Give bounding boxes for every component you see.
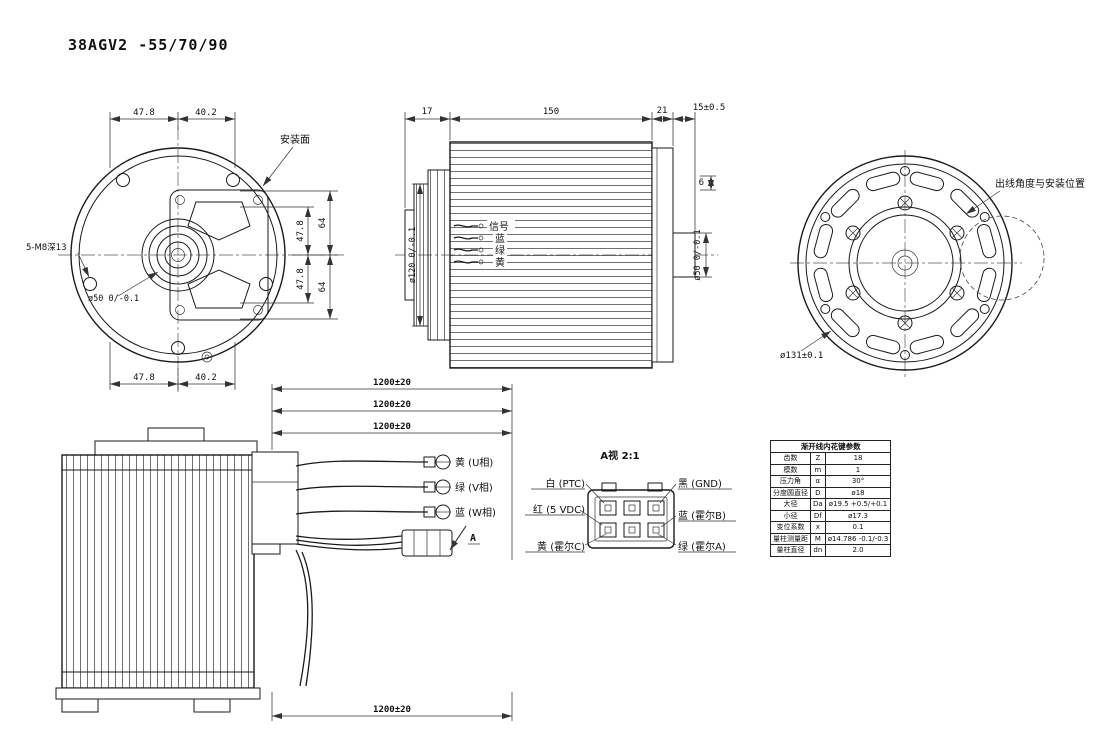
table-row: 小径 Df ø17.3 bbox=[770, 509, 892, 523]
wire-length-dim-bottom: 1200±20 bbox=[373, 705, 411, 715]
param-symbol: M bbox=[810, 532, 826, 546]
param-value: ø17.3 bbox=[824, 509, 892, 523]
front-dim-right-inner-upper: 47.8 bbox=[296, 220, 306, 242]
param-symbol: Df bbox=[810, 509, 826, 523]
side-wire-label-yellow: 黄 bbox=[495, 256, 505, 269]
param-name: 量柱直径 bbox=[770, 544, 811, 557]
param-name: 量柱测量距 bbox=[770, 532, 811, 546]
front-view: 47.8 40.2 47.8 40.2 47.8 47.8 64 64 5-M8… bbox=[26, 108, 344, 392]
param-symbol: Z bbox=[810, 452, 826, 465]
param-symbol: m bbox=[810, 463, 826, 477]
side-dim-step: 6 bbox=[699, 178, 704, 188]
param-value: 0.1 bbox=[824, 521, 892, 534]
spline-parameter-table: 渐开线内花键参数 齿数 Z 18 模数 m 1 压力角 α 30° 分度圆直径 … bbox=[769, 439, 892, 557]
drawing-title: 38AGV2 -55/70/90 bbox=[68, 36, 229, 54]
front-dim-bottom-right: 40.2 bbox=[195, 373, 217, 383]
front-dim-right-outer-lower: 64 bbox=[318, 282, 328, 293]
front-mount-face-label: 安装面 bbox=[280, 133, 310, 146]
param-symbol: x bbox=[810, 521, 826, 534]
side-flange-dia: ø120 0/-0.1 bbox=[408, 227, 418, 283]
table-row: 大径 Da ø19.5 +0.5/+0.1 bbox=[770, 498, 892, 511]
param-symbol: Da bbox=[810, 498, 826, 511]
param-name: 小径 bbox=[770, 509, 811, 523]
param-symbol: D bbox=[810, 486, 826, 500]
phase-label-v: 绿 (V相) bbox=[455, 481, 493, 494]
table-header-row: 渐开线内花键参数 bbox=[769, 439, 892, 454]
side-dim-left-end: 17 bbox=[422, 107, 433, 117]
signal-connector bbox=[401, 529, 453, 557]
param-name: 模数 bbox=[770, 463, 811, 477]
section-a-label: A bbox=[470, 533, 476, 544]
rear-view: 出线角度与安装位置 ø131±0.1 bbox=[780, 150, 1085, 378]
spline-table-title: 渐开线内花键参数 bbox=[769, 439, 892, 454]
table-row: 量柱直径 dn 2.0 bbox=[770, 544, 892, 557]
ring-terminal-u bbox=[423, 454, 451, 470]
front-dim-top-left: 47.8 bbox=[133, 108, 155, 118]
side-wire-label-green: 绿 bbox=[495, 244, 505, 257]
phase-label-u: 黄 (U相) bbox=[455, 456, 493, 469]
pin-label-green-halla: 绿 (霍尔A) bbox=[678, 540, 726, 553]
pin-label-black-gnd: 黑 (GND) bbox=[678, 478, 722, 490]
lead-view: 黄 (U相) 绿 (V相) 蓝 (W相) A 1200±20 1200±20 1… bbox=[55, 378, 513, 721]
pin-label-red-5vdc: 红 (5 VDC) bbox=[533, 503, 585, 516]
side-view: 信号 蓝 绿 黄 17 150 21 15±0.5 6 ø120 0/-0.1 … bbox=[395, 103, 726, 369]
table-row: 齿数 Z 18 bbox=[770, 452, 892, 465]
table-row: 变位系数 x 0.1 bbox=[770, 521, 892, 534]
side-shaft-dia: ø50 0/-0.1 bbox=[693, 229, 703, 280]
param-value: ø18 bbox=[824, 486, 892, 500]
param-value: ø14.786 -0.1/-0.3 bbox=[824, 532, 892, 546]
pin-label-yellow-hallc: 黄 (霍尔C) bbox=[537, 540, 585, 553]
param-name: 大径 bbox=[770, 498, 811, 511]
table-row: 量柱测量距 M ø14.786 -0.1/-0.3 bbox=[770, 532, 892, 546]
param-value: 2.0 bbox=[824, 544, 892, 557]
table-row: 分度圆直径 D ø18 bbox=[770, 486, 892, 500]
pin-label-white-ptc: 白 (PTC) bbox=[545, 477, 585, 490]
connector-detail: A视 2:1 白 (PTC) 红 (5 VDC) 黄 (霍尔C) 黑 (GND)… bbox=[525, 449, 736, 553]
ring-terminal-v bbox=[423, 479, 451, 495]
wire-length-dim-3: 1200±20 bbox=[373, 422, 411, 432]
side-wire-label-blue: 蓝 bbox=[495, 233, 505, 245]
param-name: 分度圆直径 bbox=[770, 486, 811, 500]
phase-label-w: 蓝 (W相) bbox=[455, 506, 496, 519]
side-wire-label-signal: 信号 bbox=[489, 221, 509, 233]
param-name: 变位系数 bbox=[770, 521, 811, 534]
side-dim-shaft: 15±0.5 bbox=[693, 103, 726, 113]
wire-length-dim-1: 1200±20 bbox=[373, 378, 411, 388]
table-row: 模数 m 1 bbox=[770, 463, 892, 477]
side-dim-body: 150 bbox=[543, 107, 559, 117]
param-value: 30° bbox=[824, 475, 892, 488]
table-row: 压力角 α 30° bbox=[770, 475, 892, 488]
param-name: 齿数 bbox=[770, 452, 811, 465]
param-value: 1 bbox=[824, 463, 892, 477]
front-dim-top-right: 40.2 bbox=[195, 108, 217, 118]
param-symbol: dn bbox=[810, 544, 826, 557]
connector-detail-title: A视 2:1 bbox=[600, 449, 639, 462]
param-symbol: α bbox=[810, 475, 826, 488]
param-value: ø19.5 +0.5/+0.1 bbox=[824, 498, 892, 511]
wire-length-dim-2: 1200±20 bbox=[373, 400, 411, 410]
ring-terminal-w bbox=[423, 504, 451, 520]
front-dim-right-inner-lower: 47.8 bbox=[296, 268, 306, 290]
pin-label-blue-hallb: 蓝 (霍尔B) bbox=[678, 509, 726, 522]
param-value: 18 bbox=[824, 452, 892, 465]
param-name: 压力角 bbox=[770, 475, 811, 488]
rear-flange-dia: ø131±0.1 bbox=[780, 351, 823, 361]
front-dim-bottom-left: 47.8 bbox=[133, 373, 155, 383]
front-dim-right-outer-upper: 64 bbox=[318, 218, 328, 229]
side-dim-cap: 21 bbox=[657, 106, 668, 116]
rear-cable-note: 出线角度与安装位置 bbox=[995, 177, 1085, 190]
front-bore-dia: ø50 0/-0.1 bbox=[88, 294, 139, 304]
front-bolt-note: 5-M8深13 bbox=[26, 243, 67, 253]
